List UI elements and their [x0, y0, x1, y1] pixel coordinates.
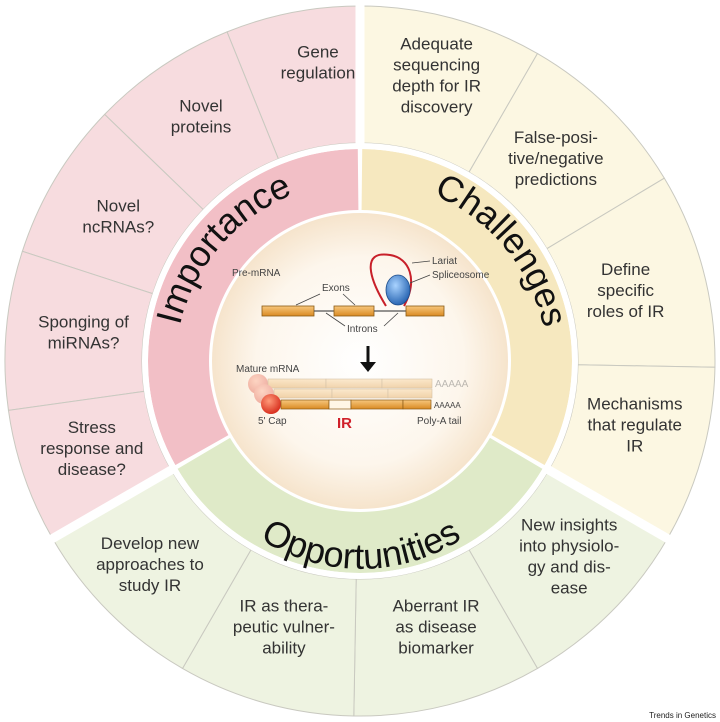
exons-pointer	[342, 293, 356, 306]
challenges-item-line: Adequate	[400, 35, 473, 54]
exon-3	[405, 305, 445, 317]
five-prime-cap-label: 5' Cap	[258, 416, 287, 427]
opportunities-ring	[177, 437, 543, 573]
opportunities-item-line: study IR	[119, 576, 181, 595]
challenges-item-line: False-posi-	[514, 128, 598, 147]
challenges-item-line: specific	[597, 281, 654, 300]
importance-item-label: Sponging of miRNAs?	[38, 312, 129, 352]
challenges-item-line: that regulate	[588, 415, 683, 434]
challenges-item-line: Mechanisms	[587, 394, 682, 413]
introns-label: Introns	[347, 324, 378, 335]
introns-pointer	[325, 312, 346, 327]
opportunities-item-line: approaches to	[96, 555, 204, 574]
importance-item-line: Gene	[297, 42, 339, 61]
importance-item-label: Novel ncRNAs?	[82, 196, 154, 236]
importance-item-line: Sponging of	[38, 312, 129, 331]
importance-segment	[103, 31, 279, 211]
importance-item-line: proteins	[171, 118, 231, 137]
mature-exon-1	[280, 399, 330, 410]
pre-mrna-label: Pre-mRNA	[232, 268, 281, 279]
ring-gap	[142, 143, 578, 579]
opportunities-item-line: gy and dis-	[528, 558, 611, 577]
challenges-item-line: sequencing	[393, 56, 480, 75]
importance-ring	[147, 149, 359, 466]
poly-a-tail-label: Poly-A tail	[417, 416, 461, 427]
challenges-item-line: tive/negative	[508, 149, 603, 168]
opportunities-item-line: peutic vulner-	[233, 617, 335, 636]
splicing-illustration: Pre-mRNA Exons Lariat Spliceosome Intron…	[232, 253, 490, 432]
exons-label: Exons	[322, 283, 350, 294]
challenges-item-label: False-posi-tive/negative predictions	[508, 128, 603, 189]
center-circle	[212, 213, 508, 509]
importance-item-label: Gene regulation	[281, 42, 356, 82]
journal-credit: Trends in Genetics	[649, 711, 716, 720]
mature-mrna-label: Mature mRNA	[236, 364, 300, 375]
opportunities-item-label: New insights into physiolo-gy and dis-eas…	[519, 516, 619, 598]
opportunities-item-label: Aberrant IR as disease biomarker	[393, 596, 480, 657]
exon-2	[333, 305, 375, 317]
importance-item-line: ncRNAs?	[82, 217, 154, 236]
section-divider	[48, 431, 234, 544]
challenges-ring	[361, 149, 572, 466]
challenges-item-line: discovery	[401, 98, 473, 117]
opportunities-item-line: as disease	[395, 617, 476, 636]
opportunities-item-line: into physiolo-	[519, 537, 619, 556]
challenges-item-line: IR	[626, 436, 643, 455]
opportunities-item-line: biomarker	[398, 638, 474, 657]
importance-item-line: disease?	[58, 460, 126, 479]
mature-exon-2	[350, 399, 404, 410]
challenges-item-label: Define specific roles of IR	[587, 260, 664, 321]
importance-item-label: Novel proteins	[171, 97, 231, 137]
opportunities-item-line: IR as thera-	[240, 596, 329, 615]
exons-pointer	[295, 293, 321, 306]
importance-item-line: Novel	[179, 97, 222, 116]
opportunities-item-line: New insights	[521, 516, 617, 535]
opportunities-item-label: Develop new approaches to study IR	[96, 534, 204, 595]
importance-item-line: response and	[40, 439, 143, 458]
lariat-loop	[369, 253, 413, 307]
spliceosome-label: Spliceosome	[432, 270, 490, 281]
inner-ring	[142, 143, 578, 579]
mrna-ghost-copies: AAAAA	[248, 374, 469, 404]
importance-item-line: Stress	[68, 418, 116, 437]
importance-item-line: Novel	[97, 196, 140, 215]
poly-a-sequence: AAAAA	[434, 401, 461, 410]
spliceosome-shape	[385, 274, 411, 306]
importance-item-label: Stress response and disease?	[40, 418, 143, 479]
five-prime-cap-shape	[261, 394, 281, 414]
retained-intron	[328, 399, 352, 410]
challenges-item-line: depth for IR	[392, 77, 481, 96]
challenges-item-line: roles of IR	[587, 302, 664, 321]
lariat-label: Lariat	[432, 256, 457, 267]
challenges-item-line: Define	[601, 260, 650, 279]
challenges-item-line: predictions	[515, 170, 597, 189]
lariat-pointer	[411, 260, 431, 264]
introns-pointer	[383, 312, 399, 327]
mature-exon-3	[402, 399, 432, 410]
spliceosome-pointer	[409, 274, 431, 284]
opportunities-item-line: Develop new	[101, 534, 200, 553]
challenges-item-label: Adequate sequencing depth for IR discovery	[392, 35, 481, 117]
exon-1	[261, 305, 315, 317]
opportunities-item-label: IR as thera-peutic vulner-ability	[233, 596, 335, 657]
opportunities-item-line: Aberrant IR	[393, 596, 480, 615]
importance-item-line: regulation	[281, 63, 356, 82]
opportunities-item-line: ability	[262, 638, 306, 657]
section-divider	[486, 431, 672, 544]
importance-item-line: miRNAs?	[48, 333, 120, 352]
svg-text:AAAAA: AAAAA	[435, 379, 469, 390]
opportunities-item-line: ease	[551, 579, 588, 598]
ir-label: IR	[337, 415, 352, 432]
down-arrow-head-icon	[360, 362, 376, 372]
